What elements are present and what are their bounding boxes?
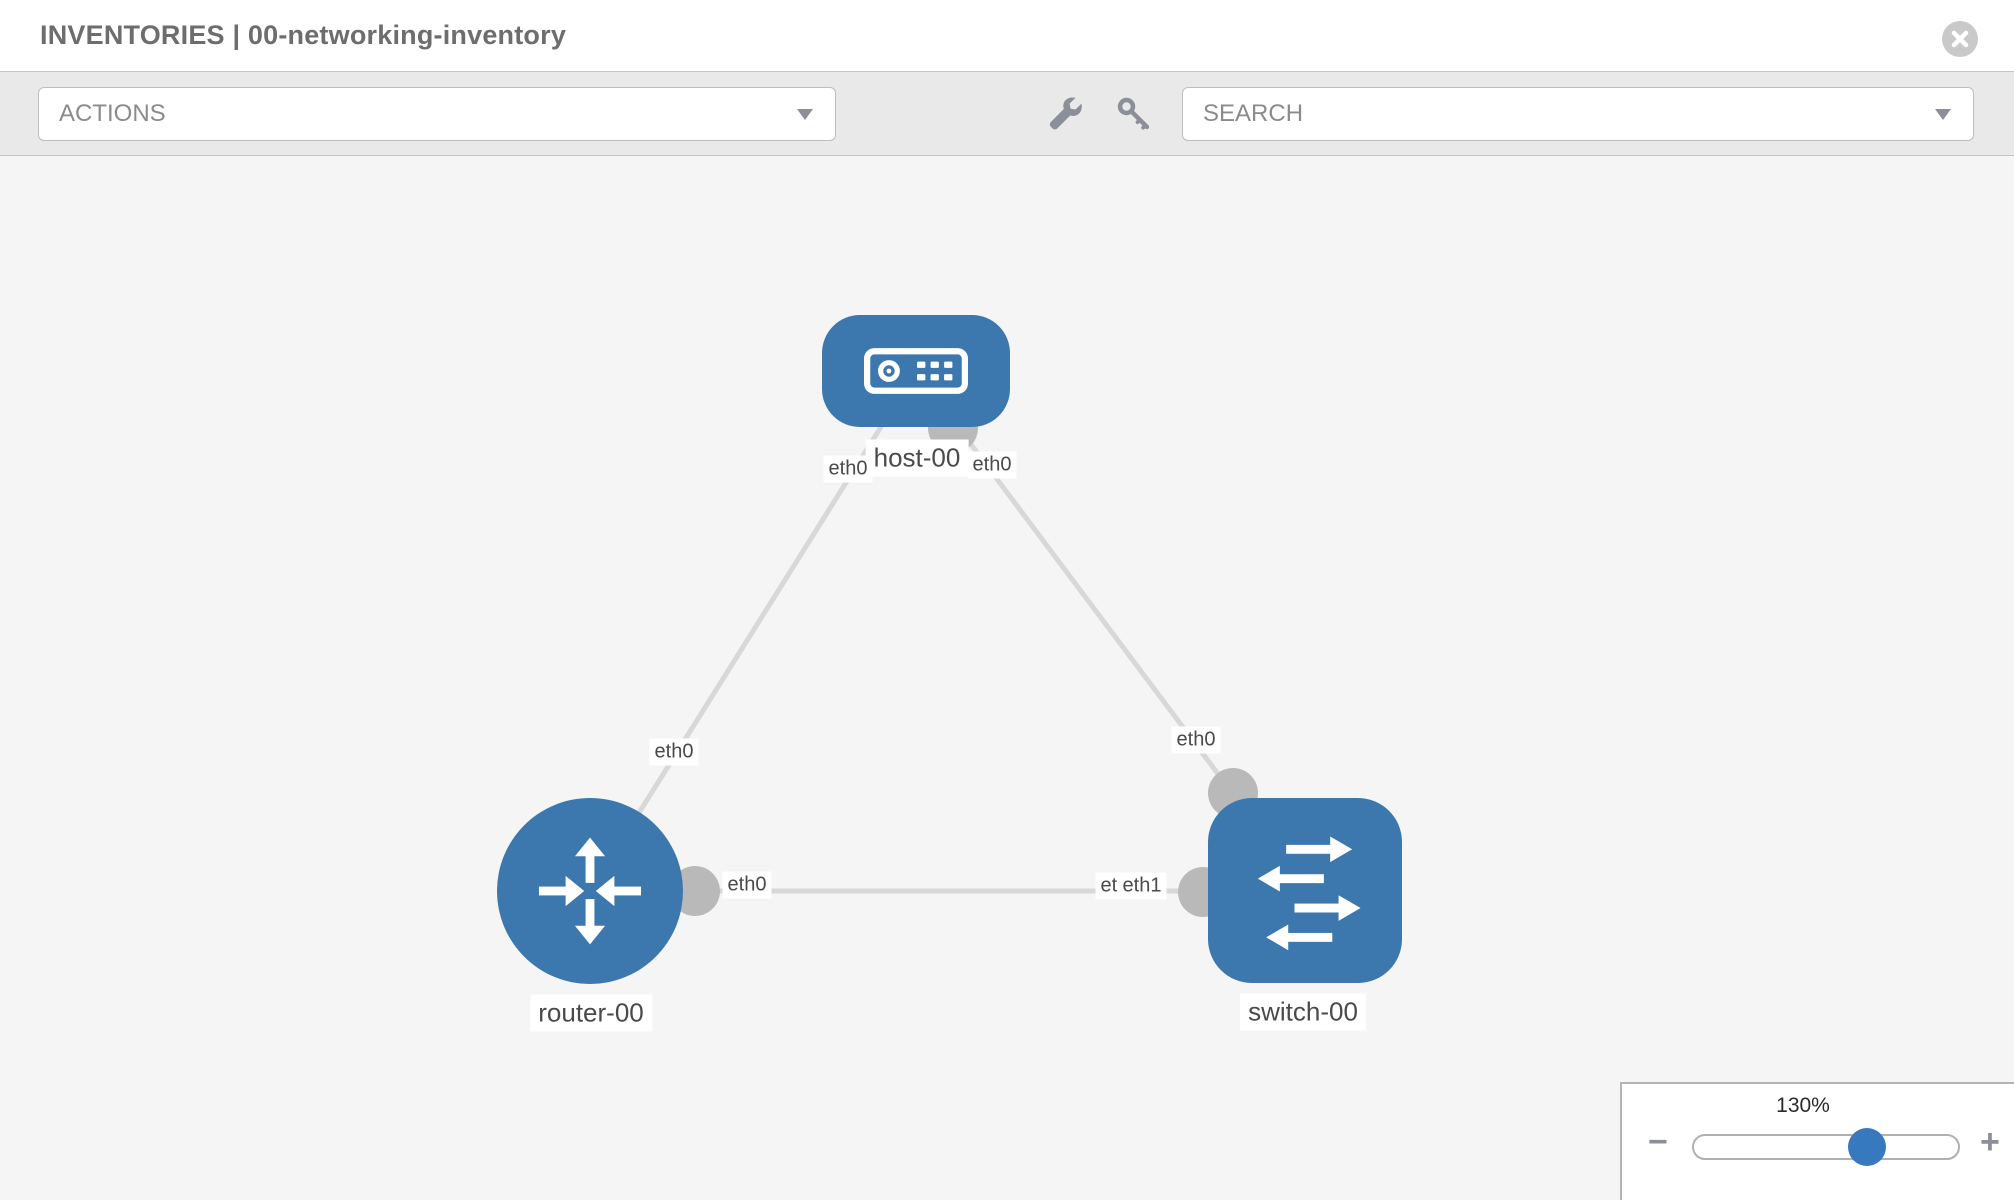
header: INVENTORIES | 00-networking-inventory: [0, 0, 2014, 71]
topology-links: [587, 369, 1308, 894]
server-icon: [864, 348, 968, 394]
configure-button[interactable]: [1048, 96, 1084, 132]
toolbar: ACTIONS SEARCH: [0, 71, 2014, 156]
wrench-icon: [1049, 97, 1082, 130]
actions-dropdown[interactable]: ACTIONS: [38, 87, 836, 141]
zoom-level-value: 130%: [1776, 1094, 1830, 1117]
switch-arrows-icon: [1257, 835, 1361, 950]
interface-label-switch-top: eth0: [1171, 726, 1221, 754]
router-arrows-icon: [538, 837, 642, 945]
credentials-button[interactable]: [1116, 96, 1152, 132]
search-input[interactable]: SEARCH: [1182, 87, 1974, 141]
key-icon: [1117, 97, 1150, 130]
zoom-out-button[interactable]: −: [1648, 1123, 1668, 1161]
node-host-00[interactable]: [822, 315, 1010, 427]
node-label-host-00: host-00: [865, 439, 969, 477]
zoom-slider-thumb[interactable]: [1848, 1128, 1886, 1166]
interface-label-host-right: eth0: [967, 451, 1017, 479]
page-title: INVENTORIES | 00-networking-inventory: [40, 20, 567, 50]
interface-label-host-left: eth0: [823, 455, 873, 483]
interface-label-switch-left-eth1: eth1: [1117, 872, 1167, 900]
close-button[interactable]: [1942, 21, 1978, 57]
node-label-switch-00: switch-00: [1240, 993, 1366, 1031]
interface-label-router-top: eth0: [649, 738, 699, 766]
chevron-down-icon: [1935, 109, 1951, 120]
chevron-down-icon: [797, 109, 813, 120]
topology-canvas[interactable]: host-00 router-00 switch-00 eth0 eth0 et…: [0, 156, 2014, 1200]
zoom-panel: 130% − +: [1620, 1082, 2014, 1200]
node-label-router-00: router-00: [530, 994, 652, 1032]
node-switch-00[interactable]: [1208, 798, 1402, 983]
interface-label-router-right: eth0: [722, 871, 772, 899]
close-icon: [1951, 30, 1969, 48]
actions-dropdown-label: ACTIONS: [59, 100, 166, 127]
zoom-slider[interactable]: [1692, 1128, 1960, 1166]
search-placeholder: SEARCH: [1203, 100, 1304, 127]
node-router-00[interactable]: [497, 798, 683, 984]
zoom-in-button[interactable]: +: [1980, 1123, 2000, 1161]
